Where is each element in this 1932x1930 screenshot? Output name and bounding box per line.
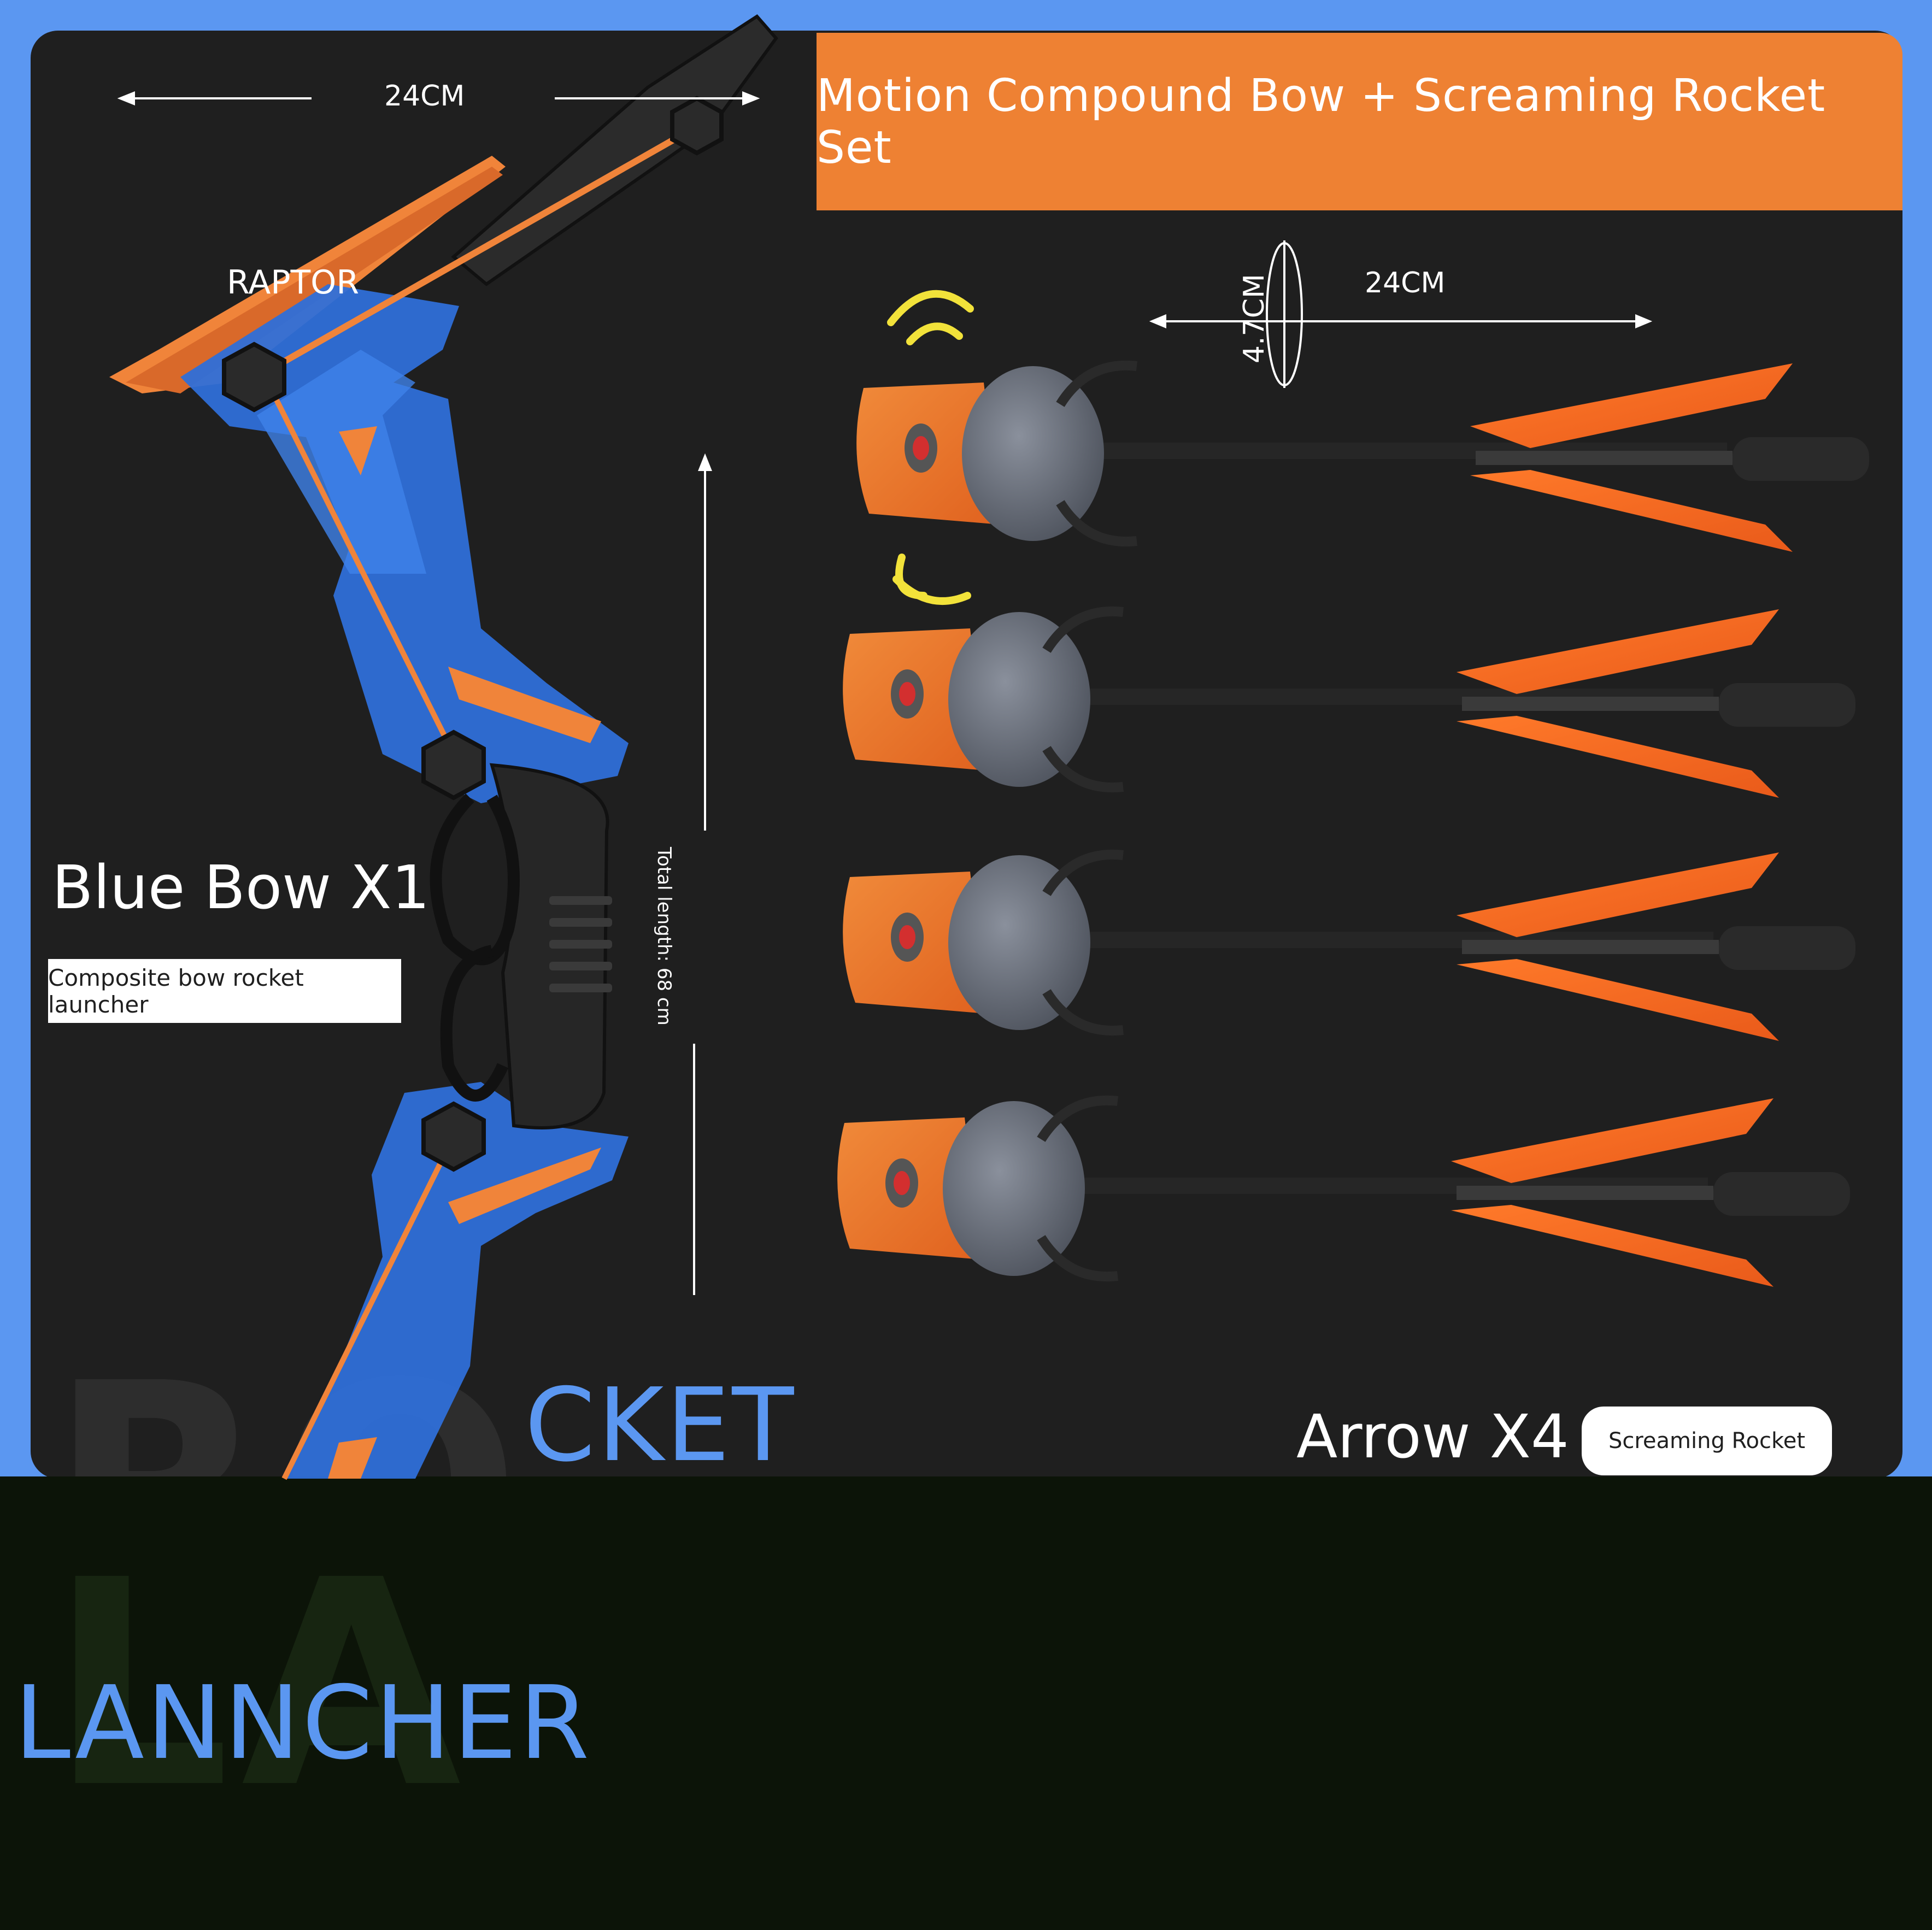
arrow-diameter-label: 4.7CM — [1238, 274, 1271, 363]
background-ghost-text-lower: LA — [49, 1519, 472, 1850]
arrow-length-label: 24CM — [1365, 267, 1446, 299]
rocket-word: CKET — [525, 1366, 796, 1484]
bow-title: Blue Bow X1 — [52, 852, 430, 922]
bow-subtitle: Composite bow rocket launcher — [48, 964, 304, 1018]
arrow-1 — [856, 360, 1869, 552]
arrow-title: Arrow X4 — [1296, 1402, 1569, 1472]
bottom-band — [0, 1476, 1932, 1930]
brand-label: RAPTOR — [227, 263, 360, 302]
arrow-diameter-dimension — [1266, 240, 1303, 388]
bow-graphic — [109, 14, 778, 1480]
arrow-2 — [843, 606, 1855, 798]
sound-waves — [887, 290, 974, 605]
page-title: Motion Compound Bow + Screaming Rocket S… — [817, 69, 1826, 174]
bow-width-label: 24CM — [384, 80, 465, 113]
bow-total-length-label: Total length: 68 cm — [653, 847, 675, 1026]
arrow-length-dimension — [1149, 314, 1653, 328]
arrow-subtitle-box: Screaming Rocket — [1582, 1407, 1832, 1475]
arrow-4 — [837, 1095, 1850, 1287]
title-banner: Motion Compound Bow + Screaming Rocket S… — [817, 33, 1902, 210]
arrow-subtitle: Screaming Rocket — [1608, 1428, 1806, 1454]
bow-length-dimension — [693, 453, 712, 1295]
launcher-word: LANNCHER — [14, 1664, 592, 1782]
bow-width-dimension — [117, 91, 760, 105]
bow-subtitle-box: Composite bow rocket launcher — [48, 959, 401, 1023]
arrow-3 — [843, 849, 1855, 1041]
